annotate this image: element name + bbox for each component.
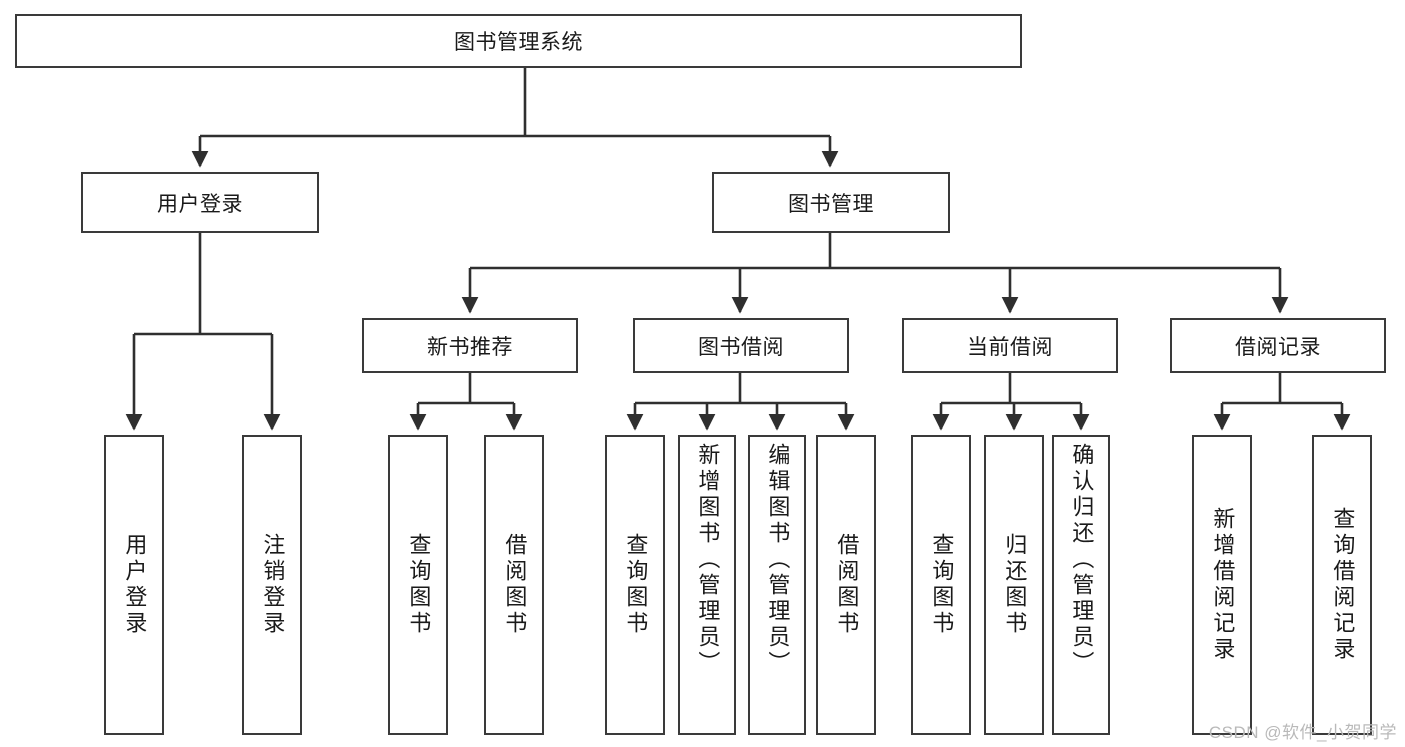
node-book-manage-label: 图书管理 [788, 192, 874, 216]
node-leaf-add-book[interactable]: 新增图书（管理员） [678, 435, 736, 735]
node-leaf-borrow-book-1-label: 借阅图书 [502, 533, 528, 637]
node-leaf-edit-book-label: 编辑图书（管理员） [765, 443, 791, 677]
node-book-borrow[interactable]: 图书借阅 [633, 318, 849, 373]
node-leaf-query-record-label: 查询借阅记录 [1330, 507, 1356, 663]
node-leaf-borrow-book-2-label: 借阅图书 [834, 533, 860, 637]
node-leaf-query-book-3-label: 查询图书 [929, 533, 955, 637]
node-borrow-record-label: 借阅记录 [1235, 335, 1321, 359]
node-new-book-recommend-label: 新书推荐 [427, 335, 513, 359]
node-leaf-confirm-return[interactable]: 确认归还（管理员） [1052, 435, 1110, 735]
node-leaf-user-login[interactable]: 用户登录 [104, 435, 164, 735]
node-root[interactable]: 图书管理系统 [15, 14, 1022, 68]
node-leaf-add-record[interactable]: 新增借阅记录 [1192, 435, 1252, 735]
node-current-borrow-label: 当前借阅 [967, 335, 1053, 359]
node-leaf-borrow-book-2[interactable]: 借阅图书 [816, 435, 876, 735]
node-leaf-query-book-3[interactable]: 查询图书 [911, 435, 971, 735]
node-leaf-add-book-label: 新增图书（管理员） [695, 443, 721, 677]
node-leaf-query-book-1[interactable]: 查询图书 [388, 435, 448, 735]
node-current-borrow[interactable]: 当前借阅 [902, 318, 1118, 373]
node-leaf-logout[interactable]: 注销登录 [242, 435, 302, 735]
node-leaf-user-login-label: 用户登录 [122, 533, 148, 637]
node-leaf-return-book-label: 归还图书 [1002, 533, 1028, 637]
node-leaf-borrow-book-1[interactable]: 借阅图书 [484, 435, 544, 735]
node-user-login-label: 用户登录 [157, 192, 243, 216]
node-user-login[interactable]: 用户登录 [81, 172, 319, 233]
node-leaf-return-book[interactable]: 归还图书 [984, 435, 1044, 735]
node-leaf-query-book-1-label: 查询图书 [406, 533, 432, 637]
node-leaf-query-record[interactable]: 查询借阅记录 [1312, 435, 1372, 735]
node-leaf-query-book-2-label: 查询图书 [623, 533, 649, 637]
node-leaf-confirm-return-label: 确认归还（管理员） [1069, 443, 1095, 677]
node-root-label: 图书管理系统 [454, 31, 583, 54]
node-borrow-record[interactable]: 借阅记录 [1170, 318, 1386, 373]
node-leaf-query-book-2[interactable]: 查询图书 [605, 435, 665, 735]
node-leaf-edit-book[interactable]: 编辑图书（管理员） [748, 435, 806, 735]
node-new-book-recommend[interactable]: 新书推荐 [362, 318, 578, 373]
node-leaf-logout-label: 注销登录 [260, 533, 286, 637]
node-leaf-add-record-label: 新增借阅记录 [1210, 507, 1236, 663]
watermark: CSDN @软件_小贺同学 [1208, 723, 1397, 742]
node-book-manage[interactable]: 图书管理 [712, 172, 950, 233]
node-book-borrow-label: 图书借阅 [698, 335, 784, 359]
